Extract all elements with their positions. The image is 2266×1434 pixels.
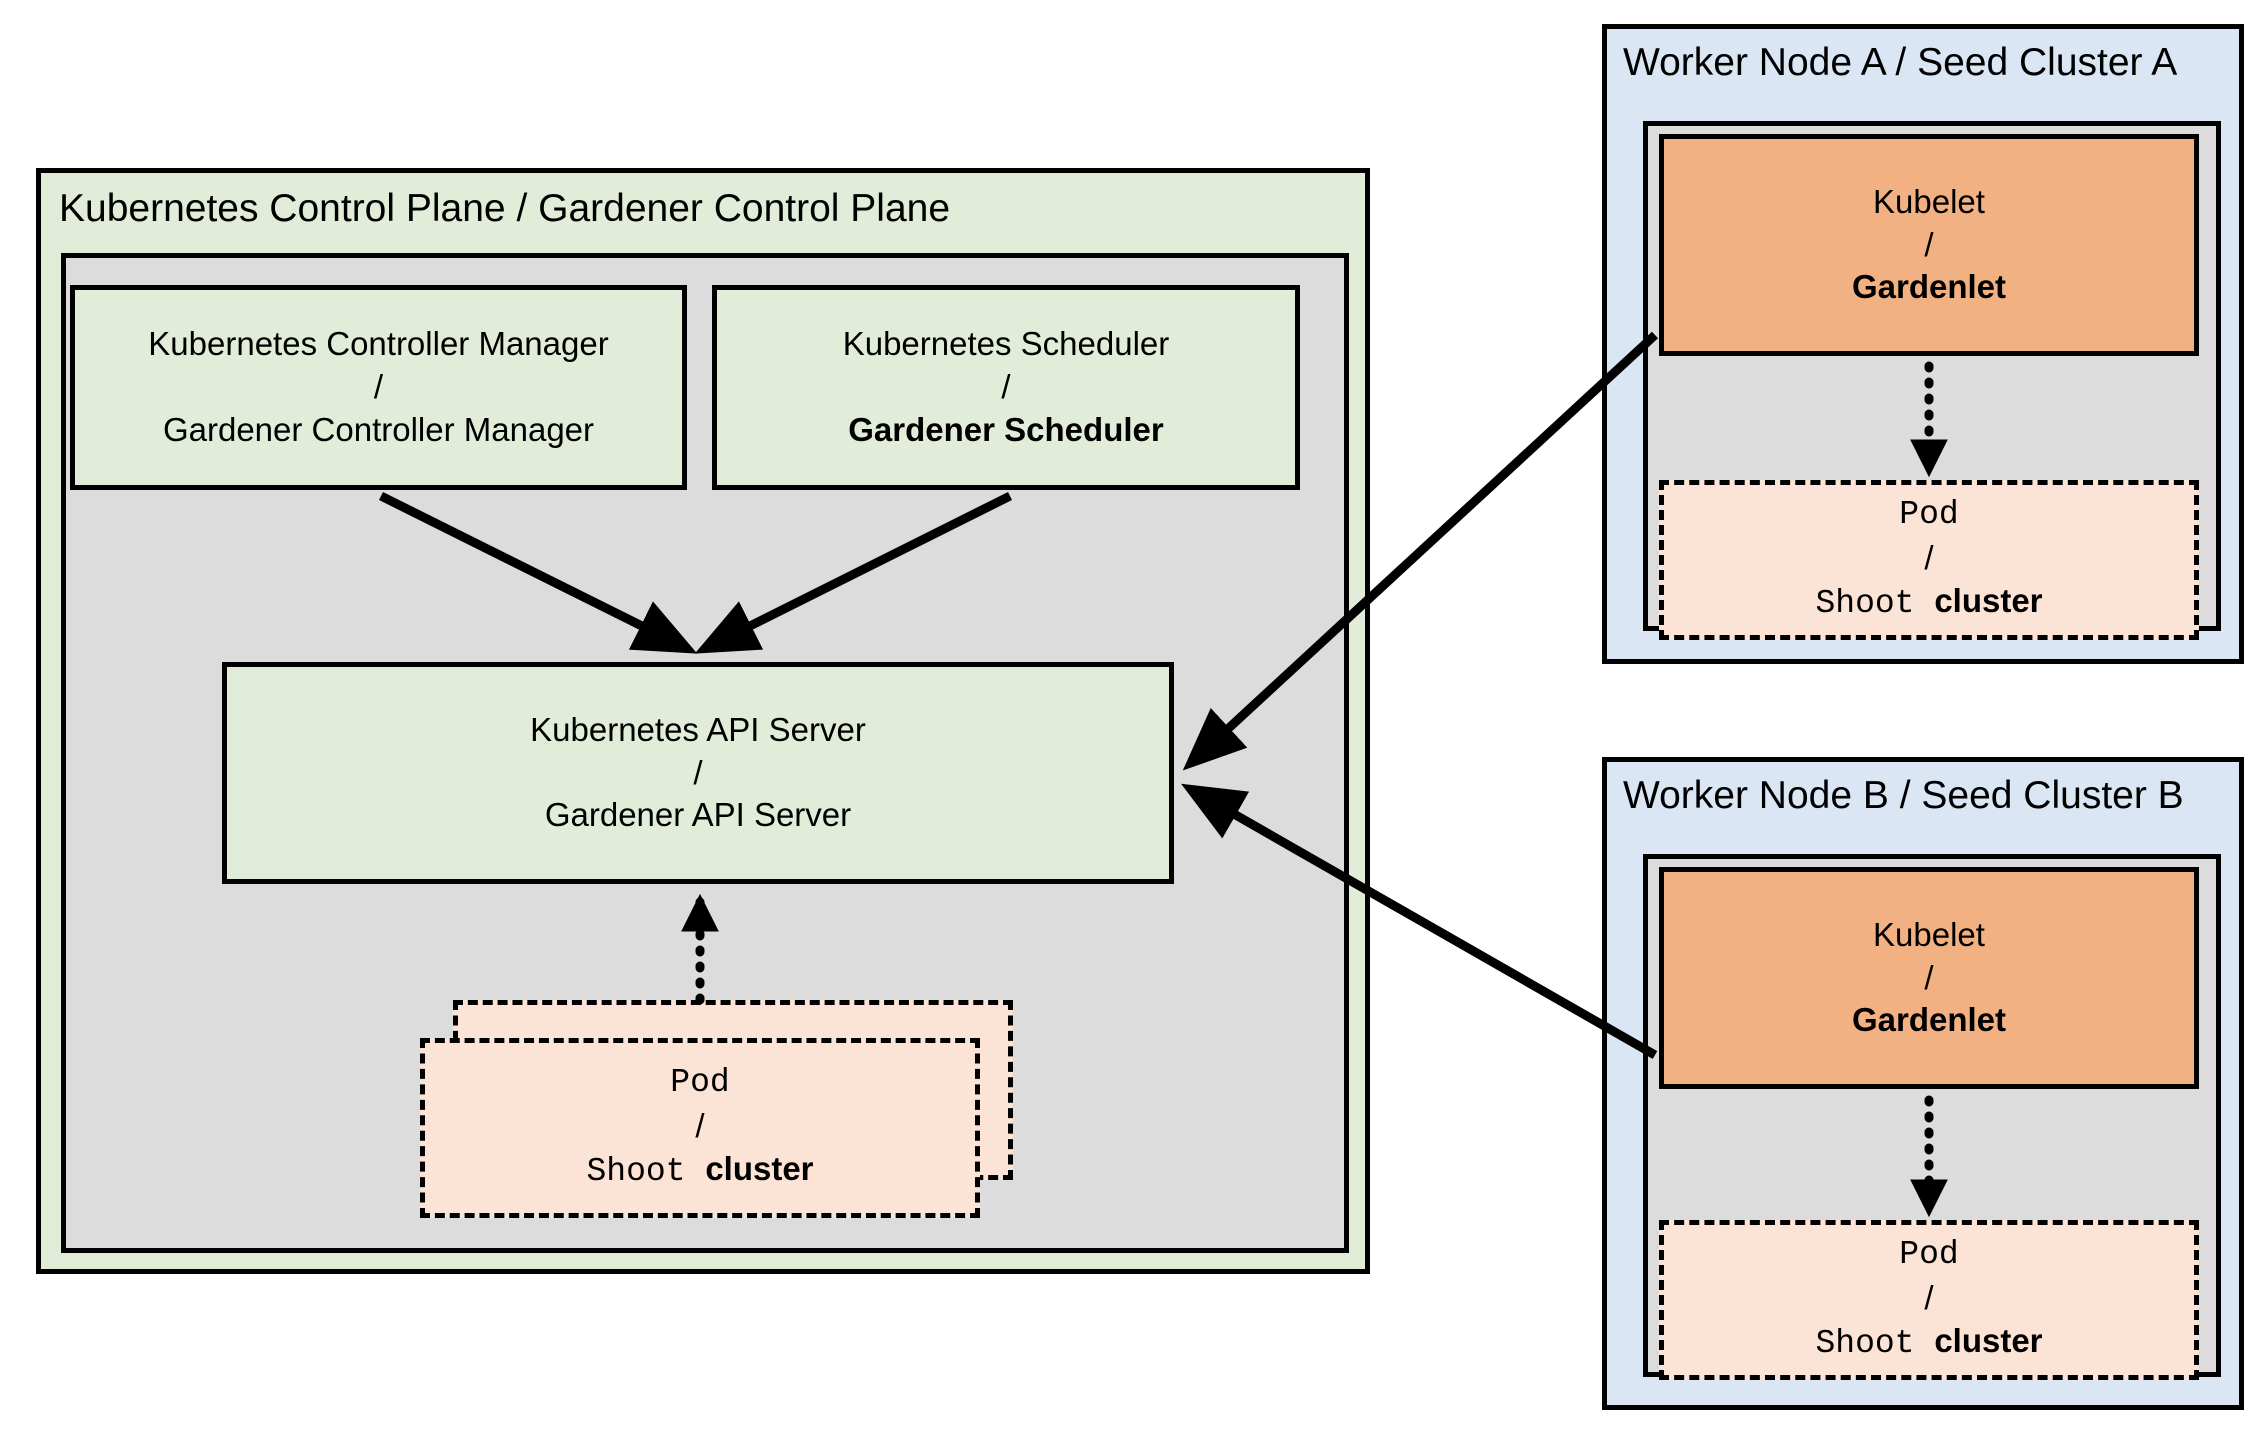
control-plane-pod-separator: / [695,1107,705,1145]
pod-a-separator: / [1924,539,1934,577]
api-server-line1: Kubernetes API Server [530,710,866,748]
control-plane-title: Kubernetes Control Plane / Gardener Cont… [59,187,951,230]
scheduler-separator: / [1001,368,1011,406]
gardenlet-b-box[interactable]: Kubelet / Gardenlet [1659,867,2199,1089]
pod-b-separator: / [1924,1279,1934,1317]
gardenlet-a-separator: / [1924,225,1934,263]
controller-manager-line1: Kubernetes Controller Manager [148,325,609,363]
gardenlet-a-box[interactable]: Kubelet / Gardenlet [1659,134,2199,356]
controller-manager-line2: Gardener Controller Manager [162,410,595,448]
pod-b-line1: Pod [1899,1236,1959,1274]
api-server-separator: / [693,753,703,791]
control-plane-pod-cluster-word: cluster [705,1149,814,1187]
controller-manager-box[interactable]: Kubernetes Controller Manager / Gardener… [70,285,687,490]
scheduler-box[interactable]: Kubernetes Scheduler / Gardener Schedule… [712,285,1300,490]
scheduler-line1: Kubernetes Scheduler [842,325,1170,363]
gardenlet-b-line2: Gardenlet [1851,1001,2007,1039]
api-server-line2: Gardener API Server [544,796,852,834]
scheduler-line2: Gardener Scheduler [848,410,1164,448]
control-plane-pod-shoot-word: Shoot [586,1152,686,1190]
worker-node-b-title: Worker Node B / Seed Cluster B [1623,774,2184,817]
controller-manager-separator: / [373,368,384,406]
pod-a-shoot-word: Shoot [1815,584,1915,622]
pod-b-line2: Shoot cluster [1815,1320,2042,1366]
pod-b-shoot-word: Shoot [1815,1324,1915,1362]
control-plane-pod-line2: Shoot cluster [586,1148,813,1194]
worker-node-a-title: Worker Node A / Seed Cluster A [1623,41,2178,84]
control-plane-pod-line1: Pod [670,1064,730,1102]
pod-a-line1: Pod [1899,496,1959,534]
pod-a-box[interactable]: Pod / Shoot cluster [1659,480,2199,640]
gardenlet-b-separator: / [1924,958,1934,996]
api-server-box[interactable]: Kubernetes API Server / Gardener API Ser… [222,662,1174,884]
gardenlet-b-line1: Kubelet [1873,915,1985,953]
gardenlet-a-line2: Gardenlet [1851,268,2007,306]
pod-a-line2: Shoot cluster [1815,580,2042,626]
pod-a-cluster-word: cluster [1934,581,2043,619]
control-plane-pod-box[interactable]: Pod / Shoot cluster [420,1038,980,1218]
pod-b-box[interactable]: Pod / Shoot cluster [1659,1220,2199,1380]
pod-b-cluster-word: cluster [1934,1321,2043,1359]
gardenlet-a-line1: Kubelet [1873,182,1985,220]
